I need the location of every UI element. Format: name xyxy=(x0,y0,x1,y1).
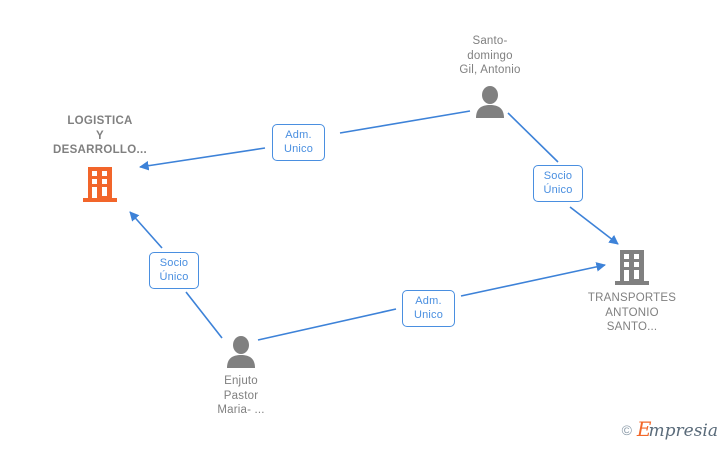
copyright-icon: © xyxy=(621,422,632,438)
node-label-transportes: TRANSPORTES ANTONIO SANTO... xyxy=(587,292,677,333)
edge-enjuto-transportes-arrow xyxy=(460,262,606,297)
edge-santodomingo-logistica-arrow xyxy=(139,147,266,171)
edge-label-adm-unico-logistica[interactable]: Adm. Unico xyxy=(272,124,325,161)
building-icon xyxy=(83,166,117,202)
empresia-watermark: © Empresia xyxy=(622,419,718,441)
edge-label-adm-unico-transportes[interactable]: Adm. Unico xyxy=(402,290,455,327)
brand-initial: E xyxy=(636,417,652,441)
person-icon xyxy=(227,336,255,368)
node-label-santodomingo: Santo- domingo Gil, Antonio xyxy=(459,35,521,76)
edge-label-socio-unico-transportes[interactable]: Socio Único xyxy=(533,165,583,202)
building-icon xyxy=(615,250,649,285)
edge-label-socio-unico-logistica[interactable]: Socio Único xyxy=(149,252,199,289)
brand-name: mpresia xyxy=(648,421,719,441)
node-person-enjuto[interactable]: Enjuto Pastor Maria- ... xyxy=(161,336,321,418)
node-company-transportes[interactable]: TRANSPORTES ANTONIO SANTO... xyxy=(552,248,712,335)
node-company-logistica[interactable]: LOGISTICA Y DESARROLLO... xyxy=(20,114,180,203)
edge-santodomingo-transportes-line xyxy=(507,112,559,163)
brand-logo: Empresia xyxy=(637,419,718,441)
edge-enjuto-logistica-arrow xyxy=(129,211,163,249)
edge-santodomingo-logistica-line xyxy=(339,110,471,134)
edge-santodomingo-transportes-arrow xyxy=(569,206,619,245)
node-label-logistica: LOGISTICA Y DESARROLLO... xyxy=(53,115,147,156)
node-person-santodomingo[interactable]: Santo- domingo Gil, Antonio xyxy=(410,34,570,118)
edge-enjuto-logistica-line xyxy=(185,291,223,339)
person-icon xyxy=(476,85,504,118)
edge-enjuto-transportes-line xyxy=(257,308,397,341)
node-label-enjuto: Enjuto Pastor Maria- ... xyxy=(217,375,265,416)
